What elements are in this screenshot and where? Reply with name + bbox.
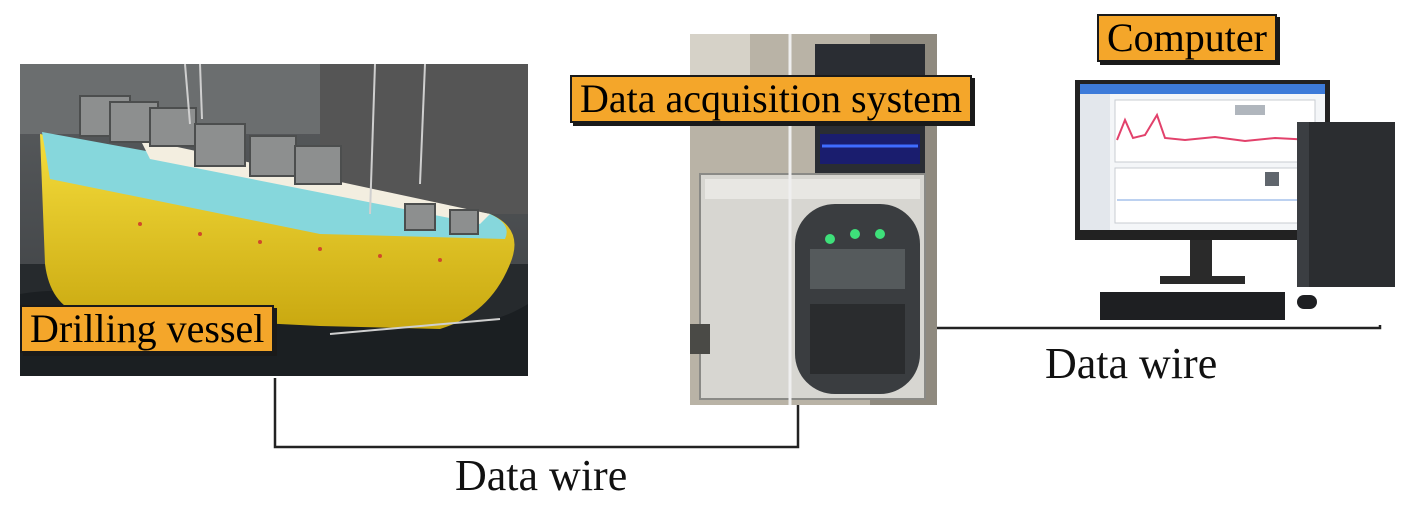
data-wire-label-right: Data wire <box>1045 339 1218 388</box>
label-drilling-vessel: Drilling vessel <box>20 305 275 353</box>
data-wire-label-bottom: Data wire <box>455 451 628 500</box>
label-data-acquisition-system: Data acquisition system <box>570 75 973 123</box>
label-computer: Computer <box>1097 14 1277 62</box>
computer-photo <box>1075 80 1400 325</box>
data-wire-vessel-to-das <box>273 378 800 449</box>
